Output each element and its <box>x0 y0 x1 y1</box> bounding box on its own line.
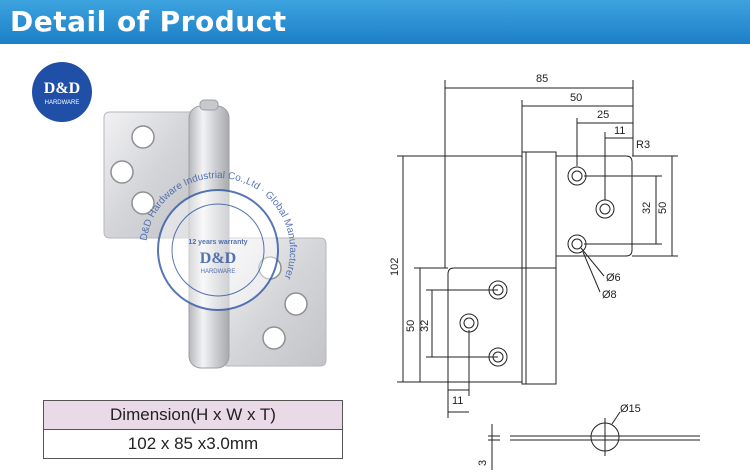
dim-11-bottom: 11 <box>452 395 463 407</box>
screw-holes <box>110 125 308 350</box>
page-title: Detail of Product <box>10 5 287 38</box>
logo-subtitle: HARDWARE <box>45 100 80 106</box>
dim-d15: Ø15 <box>620 403 641 415</box>
dim-11-top: 11 <box>614 125 625 137</box>
header-bar: Detail of Product <box>0 0 750 44</box>
watermark-brand-sub: HARDWARE <box>201 269 236 275</box>
technical-drawing <box>397 80 700 470</box>
dim-32-left: 32 <box>419 320 431 332</box>
lower-leaf <box>225 237 327 367</box>
watermark-warranty: 12 years warranty <box>188 239 247 246</box>
dim-102: 102 <box>389 258 401 276</box>
dim-d6: Ø6 <box>606 272 621 284</box>
product-illustration: D&D HARDWARE D&D Hardware Industrial Co.… <box>32 62 700 470</box>
dim-3: 3 <box>477 460 489 466</box>
dim-50-top: 50 <box>570 92 582 104</box>
brand-logo: D&D HARDWARE <box>32 62 92 122</box>
drawing-holes <box>459 166 615 367</box>
spec-value: 102 x 85 x3.0mm <box>43 429 343 459</box>
hinge-photo <box>103 99 327 369</box>
dimension-labels: 85 50 25 11 R3 32 50 102 50 32 11 Ø6 Ø8 … <box>389 73 669 466</box>
dim-25: 25 <box>597 109 609 121</box>
dim-d8: Ø8 <box>602 289 617 301</box>
dim-85: 85 <box>536 73 548 85</box>
dim-50-right: 50 <box>657 202 669 214</box>
spec-label: Dimension(H x W x T) <box>43 400 343 430</box>
dim-50-left: 50 <box>405 320 417 332</box>
spec-table: Dimension(H x W x T) 102 x 85 x3.0mm <box>43 400 343 459</box>
logo-text: D&D <box>44 80 80 97</box>
dim-r3: R3 <box>636 139 650 151</box>
watermark-brand: D&D <box>200 250 236 267</box>
dim-32-right: 32 <box>641 202 653 214</box>
